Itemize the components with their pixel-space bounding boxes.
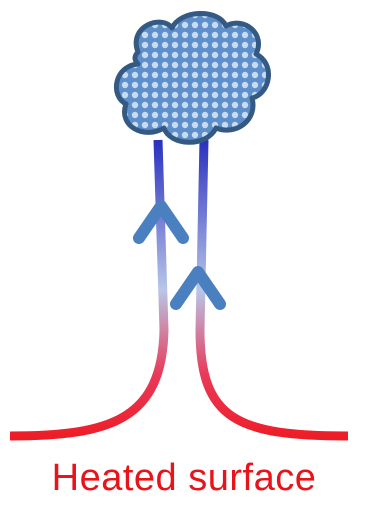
cloud-icon bbox=[116, 13, 268, 142]
heated-surface-label: Heated surface bbox=[0, 452, 368, 504]
left-rising-air-streamline bbox=[10, 140, 164, 436]
right-rising-air-streamline bbox=[200, 140, 348, 436]
